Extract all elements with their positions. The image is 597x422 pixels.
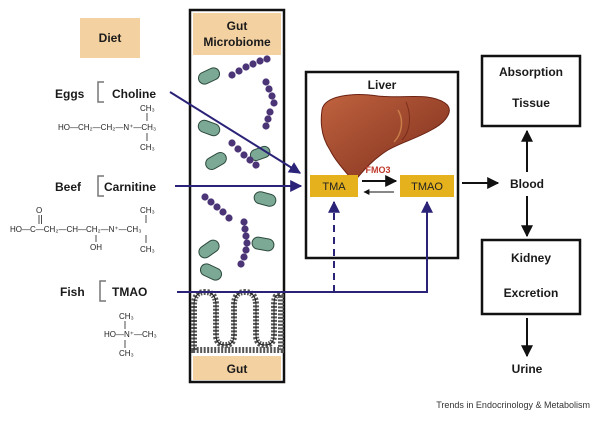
fish-bracket xyxy=(99,280,106,302)
absorption-label: Absorption xyxy=(499,65,563,79)
carnitine-label: Carnitine xyxy=(104,180,156,194)
fmo3-label: FMO3 xyxy=(365,165,390,175)
gut-label: Gut xyxy=(227,362,248,376)
urine-label: Urine xyxy=(512,362,543,376)
carnitine-structure: O CH₃ HO—C—CH₂—CH—CH₂—N⁺—CH₃ OH CH₃ xyxy=(10,206,155,254)
diet-label: Diet xyxy=(99,31,122,45)
svg-text:OH: OH xyxy=(90,243,102,252)
svg-text:HO—CH₂—CH₂—N⁺—CH₃: HO—CH₂—CH₂—N⁺—CH₃ xyxy=(58,123,156,132)
svg-text:CH₃: CH₃ xyxy=(119,349,134,358)
gut-microbiome-label-line1: Gut xyxy=(227,19,248,33)
liver-illustration xyxy=(320,94,450,183)
choline-label: Choline xyxy=(112,87,156,101)
gut-footer xyxy=(193,356,281,380)
diet-box xyxy=(80,18,140,58)
gut-microbiome-header xyxy=(193,13,281,55)
svg-text:O: O xyxy=(36,206,42,215)
tma-box xyxy=(310,175,358,197)
svg-text:CH₃: CH₃ xyxy=(140,245,155,254)
tmao-food-label: TMAO xyxy=(112,285,147,299)
kidney-label: Kidney xyxy=(511,251,551,265)
excretion-label: Excretion xyxy=(504,286,559,300)
svg-text:HO—N⁺—CH₃: HO—N⁺—CH₃ xyxy=(104,330,157,339)
svg-text:CH₃: CH₃ xyxy=(140,143,155,152)
fish-tmao-arrow xyxy=(177,200,433,293)
svg-text:CH₃: CH₃ xyxy=(140,104,155,113)
food-eggs-label: Eggs xyxy=(55,87,85,101)
gut-microbiome-label-line2: Microbiome xyxy=(203,35,271,49)
tmao-liver-label: TMAO xyxy=(411,181,443,193)
svg-text:CH₃: CH₃ xyxy=(140,206,155,215)
beef-bracket xyxy=(97,175,104,197)
choline-arrow xyxy=(169,91,302,174)
intestinal-villi xyxy=(191,288,284,353)
tissue-label: Tissue xyxy=(512,96,550,110)
absorption-box xyxy=(480,54,582,128)
tmao-liver-box xyxy=(400,175,454,197)
blood-label: Blood xyxy=(510,177,544,191)
bacteria-group xyxy=(197,55,278,281)
svg-text:CH₃: CH₃ xyxy=(119,312,134,321)
food-beef-label: Beef xyxy=(55,180,82,194)
kidney-box xyxy=(480,238,582,316)
journal-credit: Trends in Endocrinology & Metabolism xyxy=(436,400,590,410)
svg-text:HO—C—CH₂—CH—CH₂—N⁺—CH₃: HO—C—CH₂—CH—CH₂—N⁺—CH₃ xyxy=(10,225,141,234)
liver-label: Liver xyxy=(368,78,397,92)
food-fish-label: Fish xyxy=(60,285,85,299)
tmao-structure: CH₃ HO—N⁺—CH₃ CH₃ xyxy=(104,312,157,358)
eggs-bracket xyxy=(97,81,104,103)
tma-label: TMA xyxy=(322,181,346,193)
choline-structure: CH₃ HO—CH₂—CH₂—N⁺—CH₃ CH₃ xyxy=(58,104,156,152)
